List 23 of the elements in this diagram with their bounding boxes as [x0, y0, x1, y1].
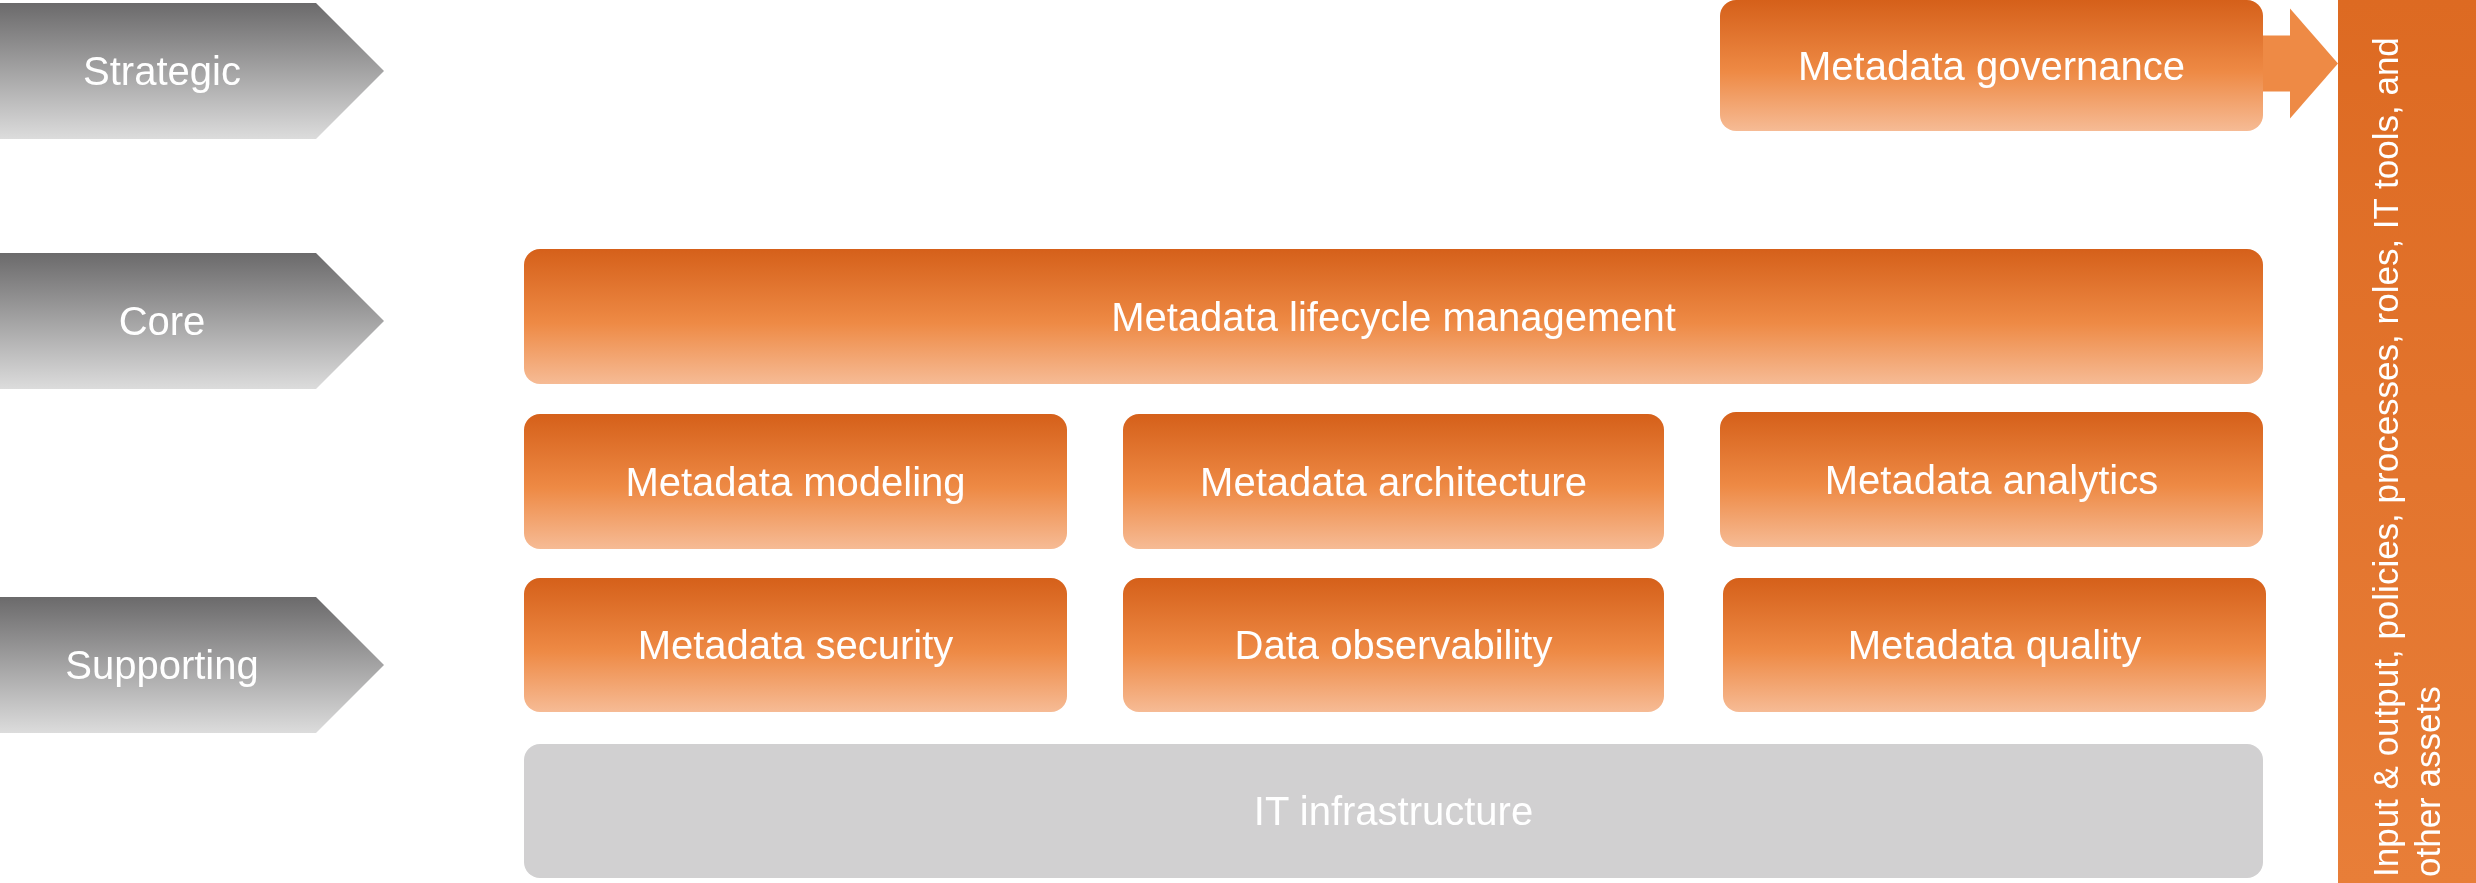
box-label: Metadata quality	[1847, 622, 2142, 669]
box-label: Metadata governance	[1798, 42, 2185, 90]
band-label: Input & output, policies, processes, roles, IT tools, and other assets	[2365, 35, 2448, 877]
box-label: Metadata architecture	[1200, 458, 1587, 506]
box-label: Core	[118, 298, 206, 345]
box-label: Metadata analytics	[1824, 456, 2159, 504]
process-box	[1723, 578, 2266, 712]
box-label: Metadata security	[637, 622, 954, 669]
infrastructure-box	[524, 744, 2263, 878]
box-label: Strategic	[83, 48, 241, 95]
process-box	[1123, 578, 1664, 712]
process-box	[524, 578, 1067, 712]
process-box	[1720, 0, 2263, 131]
box-label: Metadata modeling	[625, 458, 966, 506]
box-label: Metadata lifecycle management	[1111, 293, 1676, 341]
process-box	[1123, 414, 1664, 549]
block-arrow	[2263, 8, 2338, 119]
box-label: Supporting	[65, 642, 259, 689]
process-box	[524, 249, 2263, 384]
process-box	[1720, 412, 2263, 547]
vertical-band	[2338, 0, 2476, 883]
process-box	[524, 414, 1067, 549]
box-label: Data observability	[1234, 622, 1553, 669]
